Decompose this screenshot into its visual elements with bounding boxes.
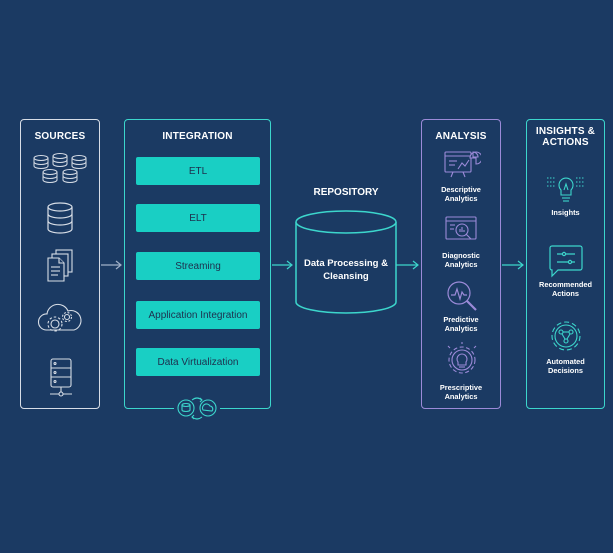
analysis-panel: ANALYSIS Descriptive Analytics Diagnosti… bbox=[421, 119, 501, 409]
analysis-label-line1: Descriptive bbox=[441, 185, 481, 194]
integration-item-application-integration[interactable]: Application Integration bbox=[136, 301, 260, 329]
magnifier-chart-icon bbox=[445, 216, 477, 240]
insights-title: INSIGHTS & ACTIONS bbox=[527, 126, 604, 148]
insights-panel: INSIGHTS & ACTIONS Insights Recommended … bbox=[526, 119, 605, 409]
gear-network-icon bbox=[551, 321, 581, 351]
sync-cycle-icon bbox=[174, 396, 220, 422]
database-icon bbox=[47, 202, 73, 234]
analysis-label-line2: Analytics bbox=[444, 194, 478, 203]
integration-item-data-virtualization[interactable]: Data Virtualization bbox=[136, 348, 260, 376]
insights-label-line2: Decisions bbox=[548, 366, 583, 375]
analysis-label-diagnostic: Diagnostic Analytics bbox=[422, 251, 500, 269]
dashboard-icon bbox=[444, 151, 481, 178]
analysis-label-line2: Analytics bbox=[444, 324, 478, 333]
gear-bulb-icon bbox=[447, 342, 477, 374]
arrow-head-repository bbox=[412, 260, 419, 270]
arrow-head-analysis bbox=[517, 260, 524, 270]
sources-panel: SOURCES bbox=[20, 119, 100, 409]
insights-title-line1: INSIGHTS & bbox=[535, 126, 596, 137]
server-icon bbox=[50, 358, 72, 397]
analysis-label-line1: Predictive bbox=[443, 315, 479, 324]
arrow-head-integration bbox=[286, 260, 293, 270]
analysis-label-prescriptive: Prescriptive Analytics bbox=[422, 383, 500, 401]
documents-icon bbox=[47, 249, 73, 282]
insights-label-line1: Automated bbox=[546, 357, 585, 366]
analysis-title: ANALYSIS bbox=[435, 131, 487, 142]
insights-label-line1: Insights bbox=[551, 208, 580, 217]
integration-item-etl[interactable]: ETL bbox=[136, 157, 260, 185]
analysis-label-descriptive: Descriptive Analytics bbox=[422, 185, 500, 203]
analysis-label-line2: Analytics bbox=[444, 392, 478, 401]
insights-label-line2: Actions bbox=[551, 289, 580, 298]
analysis-label-predictive: Predictive Analytics bbox=[422, 315, 500, 333]
repository-text: Data Processing & Cleansing bbox=[304, 258, 388, 282]
integration-item-streaming[interactable]: Streaming bbox=[136, 252, 260, 280]
analysis-label-line2: Analytics bbox=[444, 260, 478, 269]
integration-title: INTEGRATION bbox=[162, 131, 233, 142]
sources-title: SOURCES bbox=[34, 131, 86, 142]
integration-panel: INTEGRATION ETL ELT Streaming Applicatio… bbox=[124, 119, 271, 409]
cloud-gear-icon bbox=[37, 303, 82, 332]
arrow-head-sources bbox=[115, 260, 122, 270]
repository-title: REPOSITORY bbox=[313, 187, 379, 198]
database-cluster-icon bbox=[33, 153, 87, 183]
repository-cylinder-icon bbox=[295, 210, 397, 314]
magnifier-trend-icon bbox=[447, 281, 477, 311]
insights-label-insights: Insights bbox=[527, 208, 604, 217]
insights-label-recommended: Recommended Actions bbox=[527, 280, 604, 298]
insights-label-automated: Automated Decisions bbox=[527, 357, 604, 375]
insights-title-line2: ACTIONS bbox=[542, 137, 589, 148]
insights-label-line1: Recommended bbox=[539, 280, 592, 289]
analysis-label-line1: Prescriptive bbox=[439, 383, 483, 392]
lightbulb-icon bbox=[547, 177, 585, 202]
chat-flow-icon bbox=[549, 245, 583, 278]
analysis-label-line1: Diagnostic bbox=[442, 251, 480, 260]
integration-item-elt[interactable]: ELT bbox=[136, 204, 260, 232]
